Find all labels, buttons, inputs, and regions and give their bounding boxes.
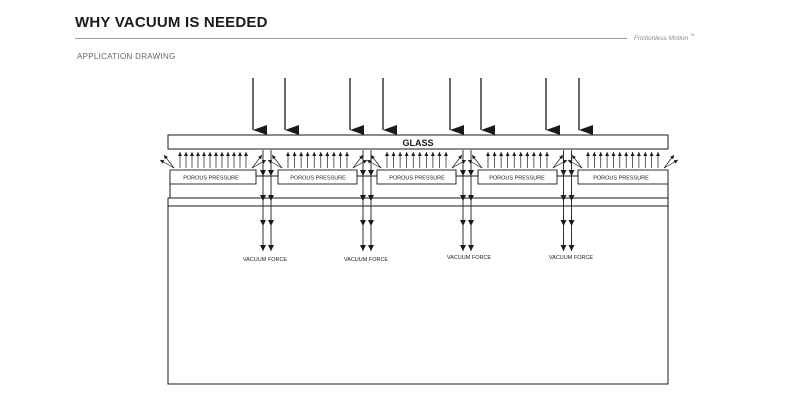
porous-pressure-label: POROUS PRESSURE: [183, 176, 239, 182]
porous-pressure-label: POROUS PRESSURE: [389, 176, 445, 182]
porous-pressure-arrows: [159, 152, 679, 169]
porous-pad: [277, 169, 358, 185]
vacuum-force-label: VACUUM FORCE: [447, 255, 492, 261]
edge-arrow: [663, 154, 675, 169]
porous-pressure-label: POROUS PRESSURE: [593, 176, 649, 182]
edge-arrow: [366, 159, 382, 169]
vacuum-groove: [455, 170, 479, 177]
porous-pad: [376, 169, 457, 185]
trademark-symbol: ™: [690, 33, 695, 38]
brand-name: Frictionless Motion: [634, 35, 689, 42]
vacuum-groove: [356, 170, 378, 177]
edge-arrow: [251, 154, 263, 169]
vacuum-force-label: VACUUM FORCE: [344, 257, 389, 263]
edge-arrow: [163, 154, 175, 169]
brand-tagline: Frictionless Motion ™: [634, 33, 695, 42]
porous-pads: [169, 169, 669, 185]
edge-arrow: [370, 154, 382, 169]
drawing-subtitle: APPLICATION DRAWING: [77, 52, 176, 61]
edge-arrow: [663, 159, 679, 169]
edge-arrow: [467, 159, 483, 169]
diagram-labels: POROUS PRESSURE POROUS PRESSURE POROUS PRE…: [183, 176, 649, 264]
porous-pad: [169, 169, 257, 185]
header-divider: [75, 38, 627, 39]
edge-arrow: [552, 159, 568, 169]
edge-arrow: [451, 159, 467, 169]
glass-label: GLASS: [402, 138, 433, 148]
vacuum-force-arrows: [260, 150, 575, 251]
porous-pressure-label: POROUS PRESSURE: [290, 176, 346, 182]
edge-arrow: [159, 159, 175, 169]
edge-arrow: [267, 159, 283, 169]
downward-load-arrows: [252, 78, 593, 135]
porous-pad: [477, 169, 558, 185]
edge-arrow: [567, 159, 583, 169]
edge-arrow: [552, 154, 564, 169]
edge-arrow: [451, 154, 463, 169]
glass-plate: GLASS: [167, 134, 669, 150]
vacuum-force-label: VACUUM FORCE: [243, 257, 288, 263]
edge-arrow: [352, 154, 364, 169]
vacuum-force-label: VACUUM FORCE: [549, 255, 594, 261]
edge-arrow: [251, 159, 267, 169]
vacuum-grooves: [255, 170, 579, 177]
edge-arrow: [571, 154, 583, 169]
porous-pad: [577, 169, 669, 185]
page-title: WHY VACUUM IS NEEDED: [75, 14, 268, 31]
vacuum-groove: [556, 170, 579, 177]
edge-arrow: [271, 154, 283, 169]
vacuum-groove: [255, 170, 279, 177]
air-bearing-body: [167, 170, 669, 385]
edge-arrow: [471, 154, 483, 169]
edge-arrow: [352, 159, 368, 169]
porous-pressure-label: POROUS PRESSURE: [489, 176, 545, 182]
